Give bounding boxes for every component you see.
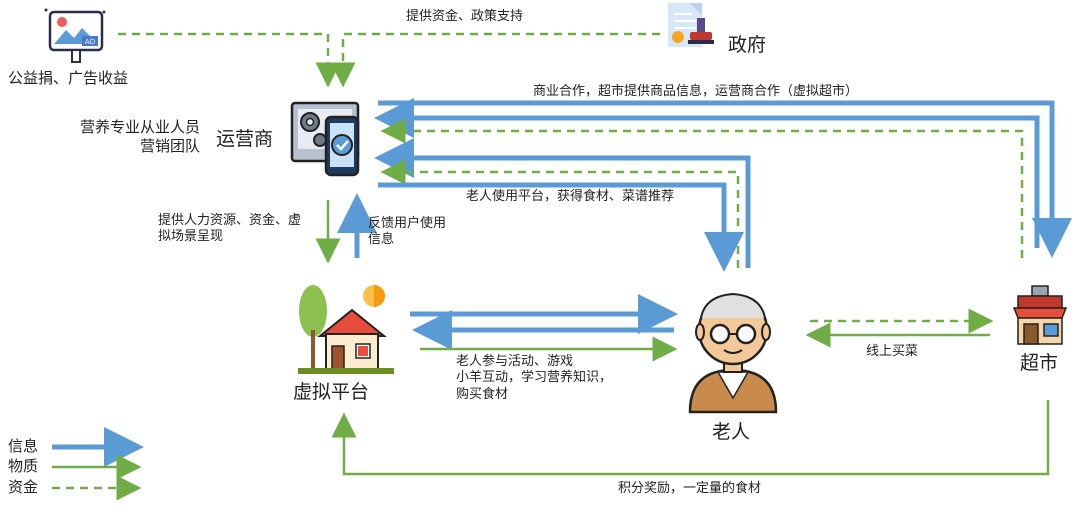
edge-operator-to-supermarket: [378, 100, 1072, 258]
edge-label-funding-policy: 提供资金、政策支持: [406, 9, 524, 24]
edge-supermarket-to-platform: [331, 400, 1050, 476]
legend-funds-label: 资金: [8, 478, 39, 496]
edge-elderly-to-operator-info: [374, 138, 751, 268]
legend-material-label: 物质: [8, 457, 39, 475]
edge-supermarket-to-operator-funds: [380, 118, 1024, 258]
edge-label-provide-resources: 提供人力资源、资金、虚 拟场景呈现: [158, 213, 302, 245]
edge-label-feedback: 反馈用户使用 信息: [368, 216, 447, 248]
donation-label: 公益捐、广告收益: [8, 69, 129, 87]
edge-government-to-operator: [330, 32, 660, 88]
computer-settings-icon: [290, 101, 360, 177]
house-icon: [298, 285, 394, 374]
platform-label: 虚拟平台: [293, 381, 370, 403]
operator-team-label: 营养专业从业人员 营销团队: [79, 118, 200, 155]
government-label: 政府: [728, 34, 767, 56]
edge-donation-to-operator: [118, 32, 341, 88]
store-icon: [1012, 285, 1068, 345]
elderly-person-icon: [688, 292, 778, 414]
edge-label-points-reward: 积分奖励，一定量的食材: [618, 481, 762, 496]
elderly-label: 老人: [712, 421, 751, 443]
edge-label-online-buy: 线上买菜: [866, 344, 919, 359]
ad-board-icon: AD: [44, 8, 106, 63]
edge-operator-to-elderly-info: [378, 182, 744, 272]
edge-label-business-coop: 商业合作，超市提供商品信息，运营商合作（虚拟超市）: [533, 84, 859, 99]
operator-label: 运营商: [216, 128, 274, 150]
svg-text:AD: AD: [85, 38, 95, 46]
legend-info-label: 信息: [8, 437, 39, 455]
edge-supermarket-to-operator-info: [374, 98, 1040, 248]
edge-label-elderly-activities: 老人参与活动、游戏 小羊互动，学习营养知识， 购买食材: [456, 354, 613, 402]
edge-label-elderly-use: 老人使用平台，获得食材、菜谱推荐: [466, 189, 675, 204]
supermarket-label: 超市: [1020, 352, 1059, 374]
document-stamp-icon: [668, 3, 714, 47]
